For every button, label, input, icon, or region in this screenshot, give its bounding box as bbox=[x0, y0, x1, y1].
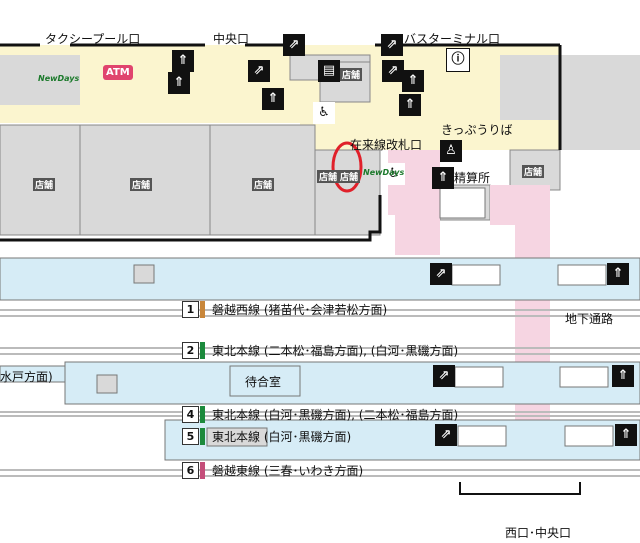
stairs-icon: ⇑ bbox=[432, 167, 454, 189]
track-number: 6 bbox=[182, 462, 199, 479]
rails bbox=[0, 309, 640, 477]
track-line-label: 磐越東線 (三春･いわき方面) bbox=[212, 464, 364, 478]
waiting-room-box bbox=[229, 365, 301, 397]
fare-adjustment-label: 精算所 bbox=[454, 171, 491, 185]
platform-box-1 bbox=[133, 264, 155, 284]
line-color-bar bbox=[200, 342, 205, 359]
stairs-icon: ⇑ bbox=[607, 263, 629, 285]
wheelchair-icon: ♿ bbox=[383, 163, 405, 185]
track-number: 1 bbox=[182, 301, 199, 318]
platform-stair-2b bbox=[559, 366, 609, 388]
mito-label: 水戸方面) bbox=[0, 370, 53, 384]
platform-box-2 bbox=[96, 374, 118, 394]
stair-gate bbox=[439, 187, 486, 219]
info-icon: ⓘ bbox=[446, 48, 470, 72]
platform-stair-1a bbox=[451, 264, 501, 286]
walls bbox=[0, 43, 562, 242]
stairs-icon: ⇑ bbox=[402, 70, 424, 92]
exit-bus-terminal: バスターミナル口 bbox=[404, 32, 501, 46]
stairs-icon: ⇑ bbox=[612, 365, 634, 387]
ticket-office-label: きっぷうりば bbox=[441, 123, 513, 137]
exit-central: 中央口 bbox=[213, 32, 250, 46]
platform-stair-1b bbox=[557, 264, 607, 286]
track-line-label: 東北本線 (白河･黒磯方面) bbox=[212, 430, 352, 444]
shop-tag: 店舗 bbox=[522, 165, 545, 178]
escalator-icon: ⇗ bbox=[283, 34, 305, 56]
track-number: 4 bbox=[182, 406, 199, 423]
stairs-icon: ⇑ bbox=[262, 88, 284, 110]
scale-bar bbox=[459, 482, 581, 495]
shop-tag: 店舗 bbox=[33, 178, 56, 191]
escalator-icon: ⇗ bbox=[435, 424, 457, 446]
highlight-circle bbox=[331, 141, 363, 193]
underground-passage-label: 地下通路 bbox=[565, 312, 614, 326]
shop-tag: 店舗 bbox=[130, 178, 153, 191]
stairs-icon: ⇑ bbox=[615, 424, 637, 446]
shop-tag: 店舗 bbox=[317, 170, 340, 183]
shop-tag: 店舗 bbox=[252, 178, 275, 191]
line-color-bar bbox=[200, 301, 205, 318]
escalator-icon: ⇗ bbox=[433, 365, 455, 387]
shop-tag: 店舗 bbox=[340, 68, 363, 81]
stairs-icon: ⇑ bbox=[399, 94, 421, 116]
platform-2 bbox=[64, 361, 640, 405]
atm-sign: ATM bbox=[103, 65, 133, 80]
stairs-icon: ⇑ bbox=[168, 72, 190, 94]
stairs-icon: ⇑ bbox=[172, 50, 194, 72]
locker-icon: ▤ bbox=[318, 60, 340, 82]
exit-west-central: 西口･中央口 bbox=[505, 526, 572, 540]
newdays-logo: NewDays bbox=[363, 168, 404, 177]
shop-block-1 bbox=[0, 124, 81, 236]
platform-1 bbox=[0, 257, 640, 301]
escalator-icon: ⇗ bbox=[381, 34, 403, 56]
shop-tag: 店舗 bbox=[338, 170, 361, 183]
wheelchair-icon: ♿ bbox=[313, 102, 335, 124]
track-line-label: 磐越西線 (猪苗代･会津若松方面) bbox=[212, 303, 388, 317]
shop-block-4 bbox=[314, 149, 381, 236]
track-line-label: 東北本線 (二本松･福島方面), (白河･黒磯方面) bbox=[212, 344, 459, 358]
escalator-icon: ⇗ bbox=[248, 60, 270, 82]
line-color-bar bbox=[200, 462, 205, 479]
track-number: 5 bbox=[182, 428, 199, 445]
exit-taxi-pool: タクシープール口 bbox=[45, 32, 141, 46]
platform-stair-3b bbox=[564, 425, 614, 447]
ticket-gate-label: 在来線改札口 bbox=[350, 138, 423, 152]
concourse-area bbox=[0, 45, 560, 123]
shop-block-6 bbox=[0, 55, 80, 105]
track-line-label: 東北本線 (白河･黒磯方面), (二本松･福島方面) bbox=[212, 408, 459, 422]
escalator-icon: ⇗ bbox=[430, 263, 452, 285]
passage-link bbox=[490, 185, 550, 225]
platform-stair-2a bbox=[454, 366, 504, 388]
newdays-logo: NewDays bbox=[38, 74, 79, 83]
platform-2-left bbox=[0, 365, 66, 383]
line-color-bar bbox=[200, 428, 205, 445]
waiting-room-label: 待合室 bbox=[245, 375, 282, 389]
track-number: 2 bbox=[182, 342, 199, 359]
toilet-icon: ♙ bbox=[440, 140, 462, 162]
platform-stair-3a bbox=[457, 425, 507, 447]
platform-box-3 bbox=[206, 427, 268, 447]
line-color-bar bbox=[200, 406, 205, 423]
escalator-icon: ⇗ bbox=[382, 60, 404, 82]
